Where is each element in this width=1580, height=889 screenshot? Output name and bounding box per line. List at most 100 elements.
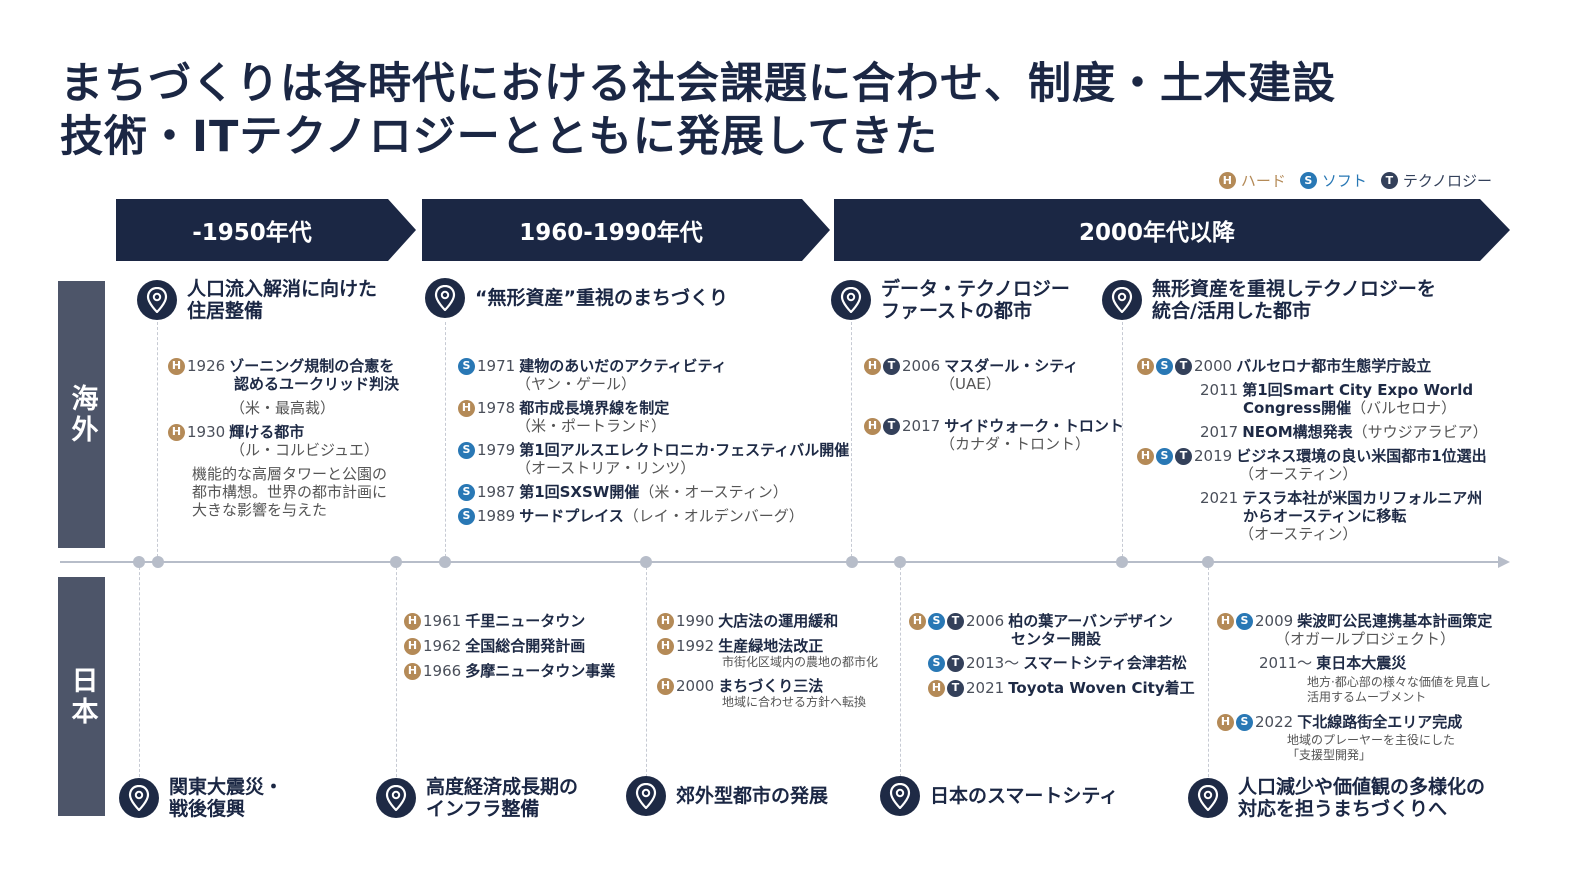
soft-badge-icon: S [1156,447,1173,465]
hard-badge-icon: H [864,357,881,375]
hard-badge-icon: H [864,417,881,435]
tech-badge-icon: T [1380,172,1398,189]
hard-badge-icon: H [168,423,185,441]
theme-label: 高度経済成長期の インフラ整備 [426,776,579,820]
tech-badge-icon: T [947,612,964,630]
sidebar-overseas-label: 海外 [66,383,98,446]
tech-badge-icon: T [1175,357,1192,375]
event-title: 第1回SXSW開催 [519,483,640,501]
legend: H ハード S ソフト T テクノロジー [1218,170,1492,191]
connector-line [646,562,647,777]
theme-overseas-2: “無形資産”重視のまちづくり [425,278,728,318]
timeline-dot [1116,556,1128,568]
event-sub: （ヤン・ゲール） [516,375,637,393]
theme-japan-1: 関東大震災・ 戦後復興 [119,776,283,820]
theme-overseas-3: データ・テクノロジー ファーストの都市 [831,278,1070,322]
event-year: 2017 [902,417,941,435]
event-title: 千里ニュータウン [465,612,586,630]
event-sub: （オガールプロジェクト） [1275,630,1456,648]
event-year: 1979 [477,441,516,459]
event-title: 柏の葉アーバンデザイン [1008,612,1173,630]
event-note: 地方·都心部の様々な価値を見直し 活用するムーブメント [1307,675,1491,704]
era-arrow-2000: 2000年代以降 [834,199,1510,261]
event-title: Toyota Woven City着工 [1008,679,1195,697]
hard-badge-icon: H [909,612,926,630]
chevron-arrow-shape [116,199,416,261]
soft-badge-icon: S [1156,357,1173,375]
timeline-axis [60,561,1500,563]
event-sub: （米・最高裁） [230,399,336,417]
hard-badge-icon: H [404,637,421,655]
event-year: 2000 [1194,357,1233,375]
theme-japan-3: 郊外型都市の発展 [626,776,828,816]
timeline-dot [439,556,451,568]
event-item: 2011〜東日本大震災 [1217,654,1492,672]
event-year: 1987 [477,483,516,501]
timeline-arrow-icon [1498,556,1510,568]
timeline-dot [152,556,164,568]
event-sub: （UAE） [940,375,1001,393]
connector-line [157,322,158,562]
location-pin-icon [880,776,920,816]
event-year: 2011 [1200,381,1239,399]
title-line-2: 技術・ITテクノロジーとともに発展してきた [60,112,939,162]
location-pin-icon [1102,280,1142,320]
event-title: 全国総合開発計画 [465,637,586,655]
connector-line [139,562,140,777]
timeline-dot [846,556,858,568]
era-label: -1950年代 [192,220,312,246]
theme-label: 人口流入解消に向けた 住居整備 [187,278,378,322]
era-arrow-pre1950: -1950年代 [116,199,416,261]
event-title: NEOM構想発表 [1242,423,1353,441]
tech-badge-icon: T [947,679,964,697]
legend-soft-label: ソフト [1321,172,1367,190]
hard-badge-icon: H [168,357,185,375]
soft-badge-icon: S [458,483,475,501]
event-year: 2011〜 [1259,654,1313,672]
tech-badge-icon: T [883,357,900,375]
legend-soft: S ソフト [1299,170,1367,191]
location-pin-icon [425,278,465,318]
event-title: 東日本大震災 [1316,654,1407,672]
theme-label: 無形資産を重視しテクノロジーを 統合/活用した都市 [1152,278,1436,322]
theme-label: データ・テクノロジー ファーストの都市 [881,278,1070,322]
timeline-dot [640,556,652,568]
timeline-dot [390,556,402,568]
location-pin-icon [376,778,416,818]
tech-badge-icon: T [947,654,964,672]
event-note: 機能的な高層タワーと公園の 都市構想。世界の都市計画に 大きな影響を与えた [192,465,388,519]
soft-badge-icon: S [1236,713,1253,731]
event-sub: （オースティン） [1239,525,1358,543]
event-sub: （ル・コルビジュエ） [230,441,379,459]
event-title: 輝ける都市 [229,423,305,441]
event-title-cont-text: Congress開催 [1243,399,1352,417]
event-year: 1978 [477,399,516,417]
timeline-dot [133,556,145,568]
event-title: マスダール・シティ [944,357,1079,375]
event-title: バルセロナ都市生態学庁設立 [1236,357,1432,375]
location-pin-icon [626,776,666,816]
event-year: 2006 [966,612,1005,630]
event-title: 第1回アルスエレクトロニカ·フェスティバル開催 [519,441,850,459]
theme-label: “無形資産”重視のまちづくり [475,287,728,309]
event-year: 2021 [1200,489,1239,507]
chevron-arrow-shape [422,199,830,261]
event-sub: （米・ポートランド） [516,417,667,435]
